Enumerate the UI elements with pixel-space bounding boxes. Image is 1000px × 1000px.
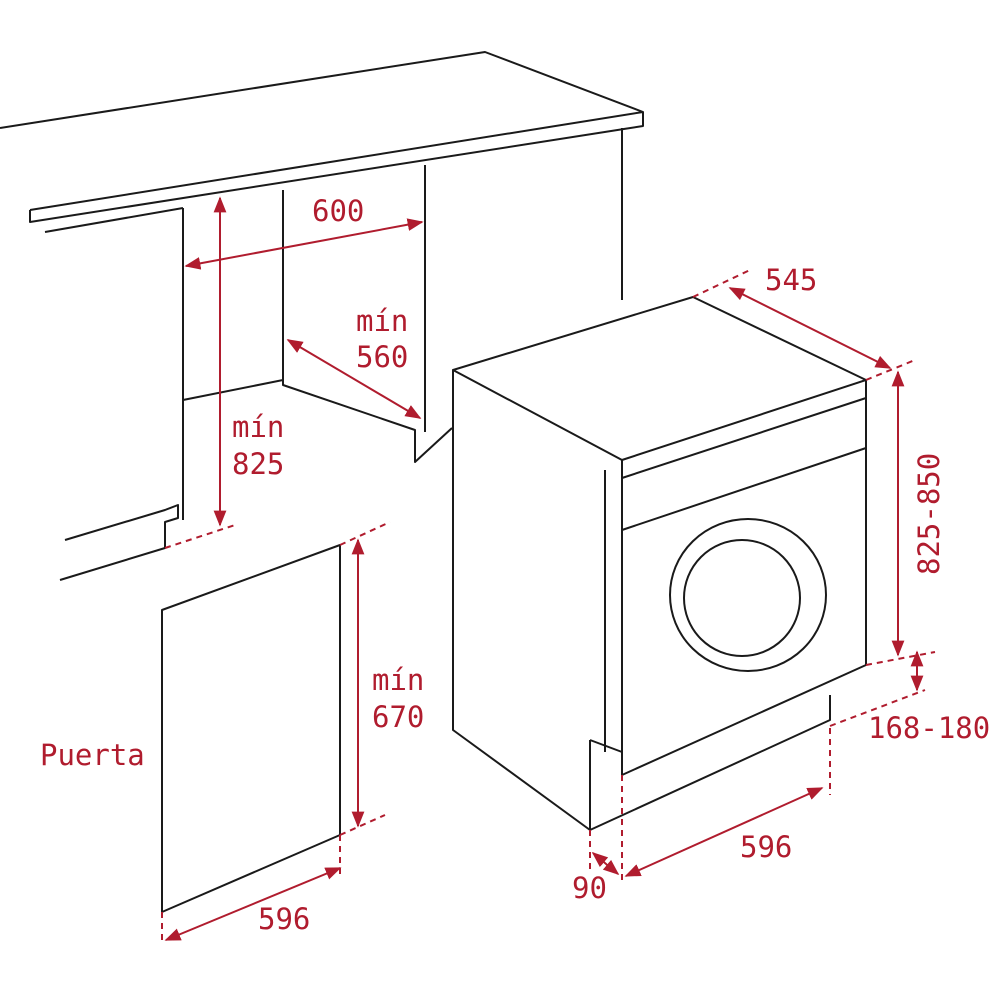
niche-depth-label: 560 <box>356 340 409 374</box>
niche-height-min-label: mín <box>232 410 285 444</box>
door-height-min-label: mín <box>372 663 425 697</box>
plinth-height-label: 168-180 <box>868 711 991 745</box>
door-height-label: 670 <box>372 700 425 734</box>
machine-height-label: 825-850 <box>912 452 946 575</box>
kitchen-cabinet-outline <box>0 51 644 581</box>
machine-depth-label: 545 <box>765 263 818 297</box>
door-panel <box>161 544 341 913</box>
niche-height-label: 825 <box>232 447 285 481</box>
niche-width-label: 600 <box>312 194 365 228</box>
door-label: Puerta <box>40 738 145 772</box>
machine-width-label: 596 <box>740 830 793 864</box>
plinth-offset-label: 90 <box>572 871 607 905</box>
drum-door-inner <box>683 539 801 657</box>
niche-depth-min-label: mín <box>356 304 409 338</box>
dimension-lines <box>161 196 936 945</box>
drum-door-outer <box>669 518 827 672</box>
door-width-label: 596 <box>258 902 311 936</box>
washing-machine-outline <box>452 296 867 831</box>
